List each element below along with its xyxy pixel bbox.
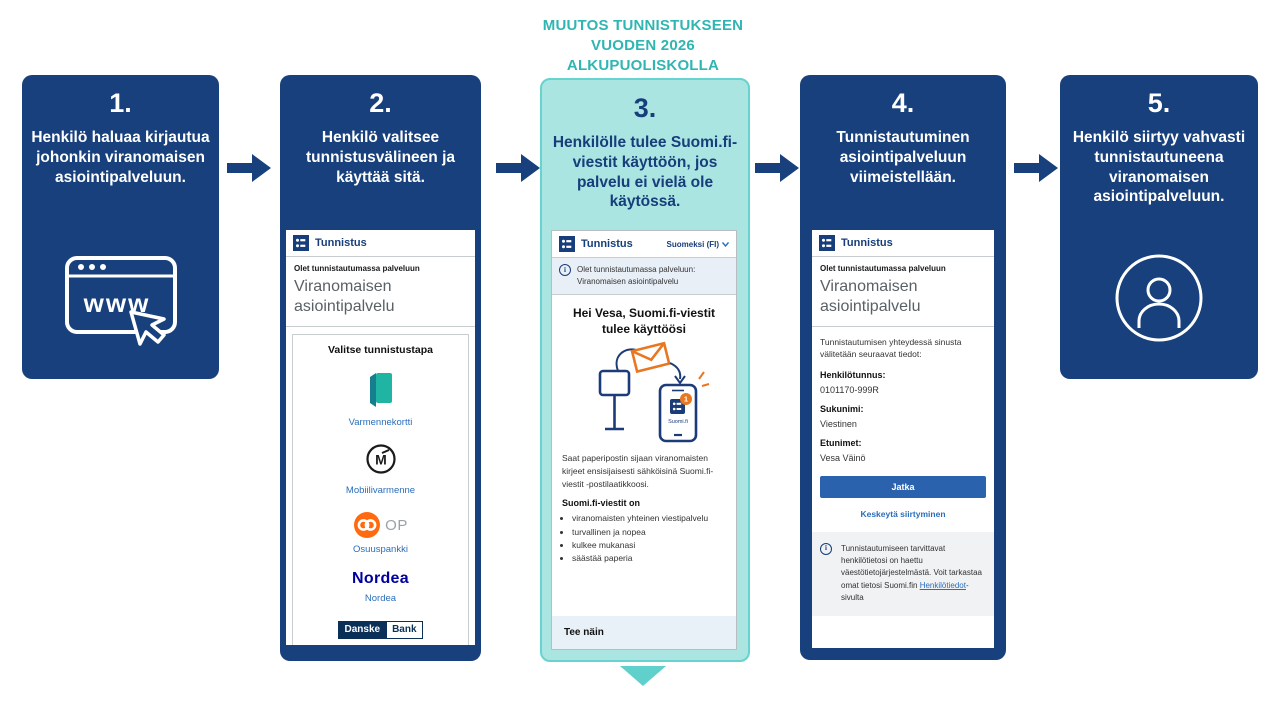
list-item: kulkee mukanasi: [572, 539, 736, 552]
service-name: Viranomaisen asiointipalvelu: [294, 278, 395, 315]
field-value: Viestinen: [820, 418, 857, 429]
step-description: Henkilö haluaa kirjautua johonkin virano…: [31, 129, 210, 186]
auth-info-bar: i Olet tunnistautumassa palveluun: Viran…: [552, 258, 736, 295]
danske-bank-logo: Danske Bank: [338, 621, 423, 640]
auth-method-label: Mobiilivarmenne: [345, 485, 416, 497]
field-label: Henkilötunnus:: [820, 369, 886, 380]
viestit-benefits-list: viranomaisten yhteinen viestipalvelu tur…: [552, 512, 736, 565]
suomifi-logo-icon: [559, 236, 575, 252]
service-subtitle: Olet tunnistautumassa palveluun: [820, 264, 946, 273]
henkilotiedot-link[interactable]: Henkilötiedot: [919, 580, 966, 590]
auth-info-text: Olet tunnistautumassa palveluun: Viranom…: [577, 265, 696, 286]
chevron-down-icon: [722, 241, 729, 247]
arrow-right-icon: [496, 154, 540, 182]
tunnistus-screen-viestit: Tunnistus Suomeksi (FI) i Olet tunnistau…: [551, 230, 737, 650]
arrow-down-icon: [620, 666, 666, 686]
certificate-card-icon: [369, 373, 392, 408]
nordea-logo-text: Nordea: [352, 570, 409, 588]
op-logo-text: OP: [385, 516, 408, 534]
data-transfer-intro: Tunnistautumisen yhteydessä sinusta väli…: [820, 337, 962, 360]
auth-method-label: Osuuspankki: [353, 544, 408, 556]
step-number: 2.: [369, 88, 392, 118]
step-number: 1.: [109, 88, 132, 118]
step-description: Henkilö valitsee tunnistusvälineen ja kä…: [305, 129, 455, 186]
browser-www-icon: www: [61, 250, 181, 355]
list-item: viranomaisten yhteinen viestipalvelu: [572, 512, 736, 525]
banner-line: MUUTOS TUNNISTUKSEEN: [542, 17, 744, 34]
list-item: säästää paperia: [572, 552, 736, 565]
tunnistus-header: Tunnistus: [286, 230, 475, 257]
mailbox-to-phone-illustration: 1 Suomi.fi: [552, 341, 736, 448]
service-section: Olet tunnistautumassa palveluun Viranoma…: [812, 257, 994, 328]
service-brand: Tunnistus: [581, 238, 633, 250]
service-subtitle: Olet tunnistautumassa palveluun: [294, 264, 420, 273]
auth-method-mobiilivarmenne[interactable]: M Mobiilivarmenne: [297, 443, 464, 496]
op-logo-icon: [354, 512, 381, 539]
service-section: Olet tunnistautumassa palveluun Viranoma…: [286, 257, 475, 328]
language-selector[interactable]: Suomeksi (FI): [667, 240, 729, 249]
suomifi-logo-icon: [819, 235, 835, 251]
info-icon: i: [820, 542, 832, 555]
suomifi-logo-icon: [293, 235, 309, 251]
field-value: 0101170-999R: [820, 384, 879, 395]
continue-button[interactable]: Jatka: [820, 475, 986, 498]
service-brand: Tunnistus: [315, 237, 367, 249]
tunnistus-screen-confirm: Tunnistus Olet tunnistautumassa palveluu…: [812, 230, 994, 648]
tee-nain-section: Tee näin: [552, 616, 736, 649]
step-card-1: 1. Henkilö haluaa kirjautua johonkin vir…: [22, 75, 219, 379]
arrow-right-icon: [227, 154, 271, 182]
viestit-body-text: Saat paperipostin sijaan viranomaisten k…: [562, 453, 714, 489]
phone-app-label: Suomi.fi: [668, 419, 688, 425]
service-name: Viranomaisen asiointipalvelu: [820, 278, 921, 315]
auth-method-osuuspankki[interactable]: OP Osuuspankki: [297, 511, 464, 555]
field-label: Etunimet:: [820, 437, 862, 448]
field-label: Sukunimi:: [820, 403, 864, 414]
tunnistus-header: Tunnistus: [812, 230, 994, 257]
step-card-5: 5. Henkilö siirtyy vahvasti tunnistautun…: [1060, 75, 1258, 379]
mobiilivarmenne-icon: M: [365, 444, 396, 474]
step-description: Henkilö siirtyy vahvasti tunnistautuneen…: [1072, 129, 1246, 206]
chooser-title: Valitse tunnistustapa: [327, 344, 434, 357]
auth-method-danske-bank[interactable]: Danske Bank: [297, 619, 464, 640]
viestit-list-title: Suomi.fi-viestit on: [562, 498, 641, 509]
auth-method-varmennekortti[interactable]: Varmennekortti: [297, 371, 464, 428]
banner-line: ALKUPUOLISKOLLA: [566, 56, 720, 74]
step-number: 4.: [891, 88, 915, 118]
step-number: 5.: [1147, 88, 1171, 118]
tunnistus-screen-methods: Tunnistus Olet tunnistautumassa palveluu…: [286, 230, 475, 645]
banner-line: VUODEN 2026: [591, 36, 695, 54]
viestit-heading: Hei Vesa, Suomi.fi-viestit tulee käyttöö…: [572, 306, 716, 336]
cancel-link[interactable]: Keskeytä siirtyminen: [860, 508, 946, 519]
svg-text:M: M: [375, 452, 387, 468]
step-description: Tunnistautuminen asiointipalveluun viime…: [836, 129, 970, 186]
banner-title: MUUTOS TUNNISTUKSEEN VUODEN 2026 ALKUPUO…: [500, 16, 786, 75]
auth-method-chooser: Valitse tunnistustapa Varmennekortti M M…: [292, 334, 469, 645]
arrow-right-icon: [755, 154, 799, 182]
person-icon: [1111, 250, 1207, 351]
auth-method-label: Varmennekortti: [348, 417, 413, 429]
step-description: Henkilölle tulee Suomi.fi-viestit käyttö…: [552, 134, 738, 211]
arrow-right-icon: [1014, 154, 1058, 182]
step-number: 3.: [633, 93, 657, 123]
personal-data-fields: Henkilötunnus: 0101170-999R Sukunimi: Vi…: [812, 361, 994, 463]
list-item: turvallinen ja nopea: [572, 526, 736, 539]
tunnistus-header: Tunnistus Suomeksi (FI): [552, 231, 736, 258]
data-source-note: i Tunnistautumiseen tarvittavat henkilöt…: [812, 531, 994, 616]
info-icon: i: [559, 264, 571, 276]
notification-badge: 1: [684, 395, 688, 404]
auth-method-label: Nordea: [364, 593, 397, 605]
field-value: Vesa Väinö: [820, 452, 866, 463]
service-brand: Tunnistus: [841, 237, 893, 249]
auth-method-nordea[interactable]: Nordea Nordea: [297, 570, 464, 604]
note-text: Tunnistautumiseen tarvittavat henkilötie…: [841, 543, 982, 603]
